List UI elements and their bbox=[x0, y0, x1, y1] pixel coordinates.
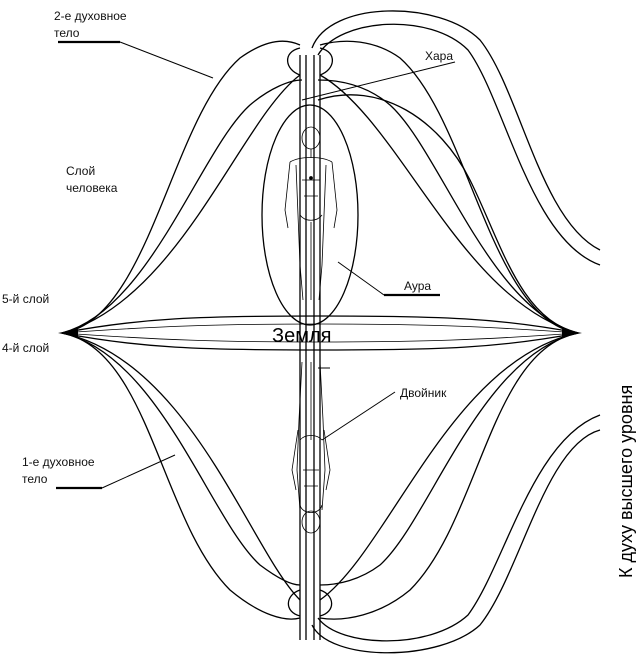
hara-curve-right bbox=[317, 94, 579, 334]
double-figure bbox=[291, 361, 331, 534]
left-tip bbox=[58, 329, 78, 337]
double-head bbox=[301, 510, 321, 534]
outer-curve-lower-right bbox=[319, 332, 579, 620]
higher-spirit-cords bbox=[311, 10, 601, 654]
label-first-spirit-body-line2: тело bbox=[22, 472, 48, 486]
lower-body-curves bbox=[61, 332, 579, 620]
upper-cord-inner bbox=[317, 23, 601, 266]
mid-curve-lower-right bbox=[319, 332, 579, 586]
human-figure-upper bbox=[284, 126, 338, 301]
inner-curve-lower-left bbox=[61, 332, 301, 601]
pillar-top-cap-right bbox=[319, 47, 334, 76]
right-tip bbox=[562, 329, 582, 337]
label-second-spirit-body-line2: тело bbox=[54, 26, 80, 40]
outer-curve-upper-left bbox=[61, 40, 301, 334]
label-second-spirit-body-line1: 2-е духовное bbox=[54, 9, 127, 23]
label-aura: Аура bbox=[404, 279, 431, 293]
label-layer-4: 4-й слой bbox=[2, 341, 49, 355]
leader-lines bbox=[56, 40, 456, 490]
inner-curve-upper-left bbox=[61, 74, 301, 334]
leader-first-body bbox=[101, 454, 176, 489]
lower-cord-inner bbox=[317, 414, 601, 642]
label-layer-5: 5-й слой bbox=[2, 292, 49, 306]
leader-double bbox=[321, 391, 396, 441]
pillar-bottom-cap-right bbox=[319, 589, 333, 617]
inner-curve-lower-right bbox=[319, 332, 579, 601]
label-earth: Земля bbox=[272, 325, 331, 347]
leader-second-body bbox=[119, 41, 214, 79]
figure-head bbox=[301, 126, 321, 150]
label-human-layer-line2: человека bbox=[66, 181, 118, 195]
outer-curve-upper-right bbox=[319, 40, 579, 334]
pillar-top-cap-left bbox=[286, 47, 301, 76]
label-first-spirit-body-line1: 1-е духовное bbox=[22, 455, 95, 469]
pillar-bottom-cap-left bbox=[287, 589, 301, 617]
label-to-higher-spirit: К духу высшего уровня bbox=[616, 385, 636, 578]
mid-curve-lower-left bbox=[61, 332, 301, 586]
label-human-layer-line1: Слой bbox=[66, 164, 95, 178]
upper-body-curves bbox=[61, 40, 579, 334]
leader-aura bbox=[337, 261, 385, 296]
aura-ellipse bbox=[261, 104, 359, 326]
mid-curve-upper-right bbox=[317, 79, 579, 334]
leader-hara bbox=[301, 61, 456, 101]
upper-cord-outer bbox=[311, 10, 601, 251]
central-pillar bbox=[286, 47, 334, 640]
label-double: Двойник bbox=[400, 386, 447, 400]
outer-curve-lower-left bbox=[61, 332, 301, 620]
lower-cord-outer bbox=[311, 429, 601, 654]
inner-curve-upper-right bbox=[319, 74, 579, 334]
label-hara: Хара bbox=[425, 49, 453, 63]
mid-curve-upper-left bbox=[61, 79, 303, 334]
